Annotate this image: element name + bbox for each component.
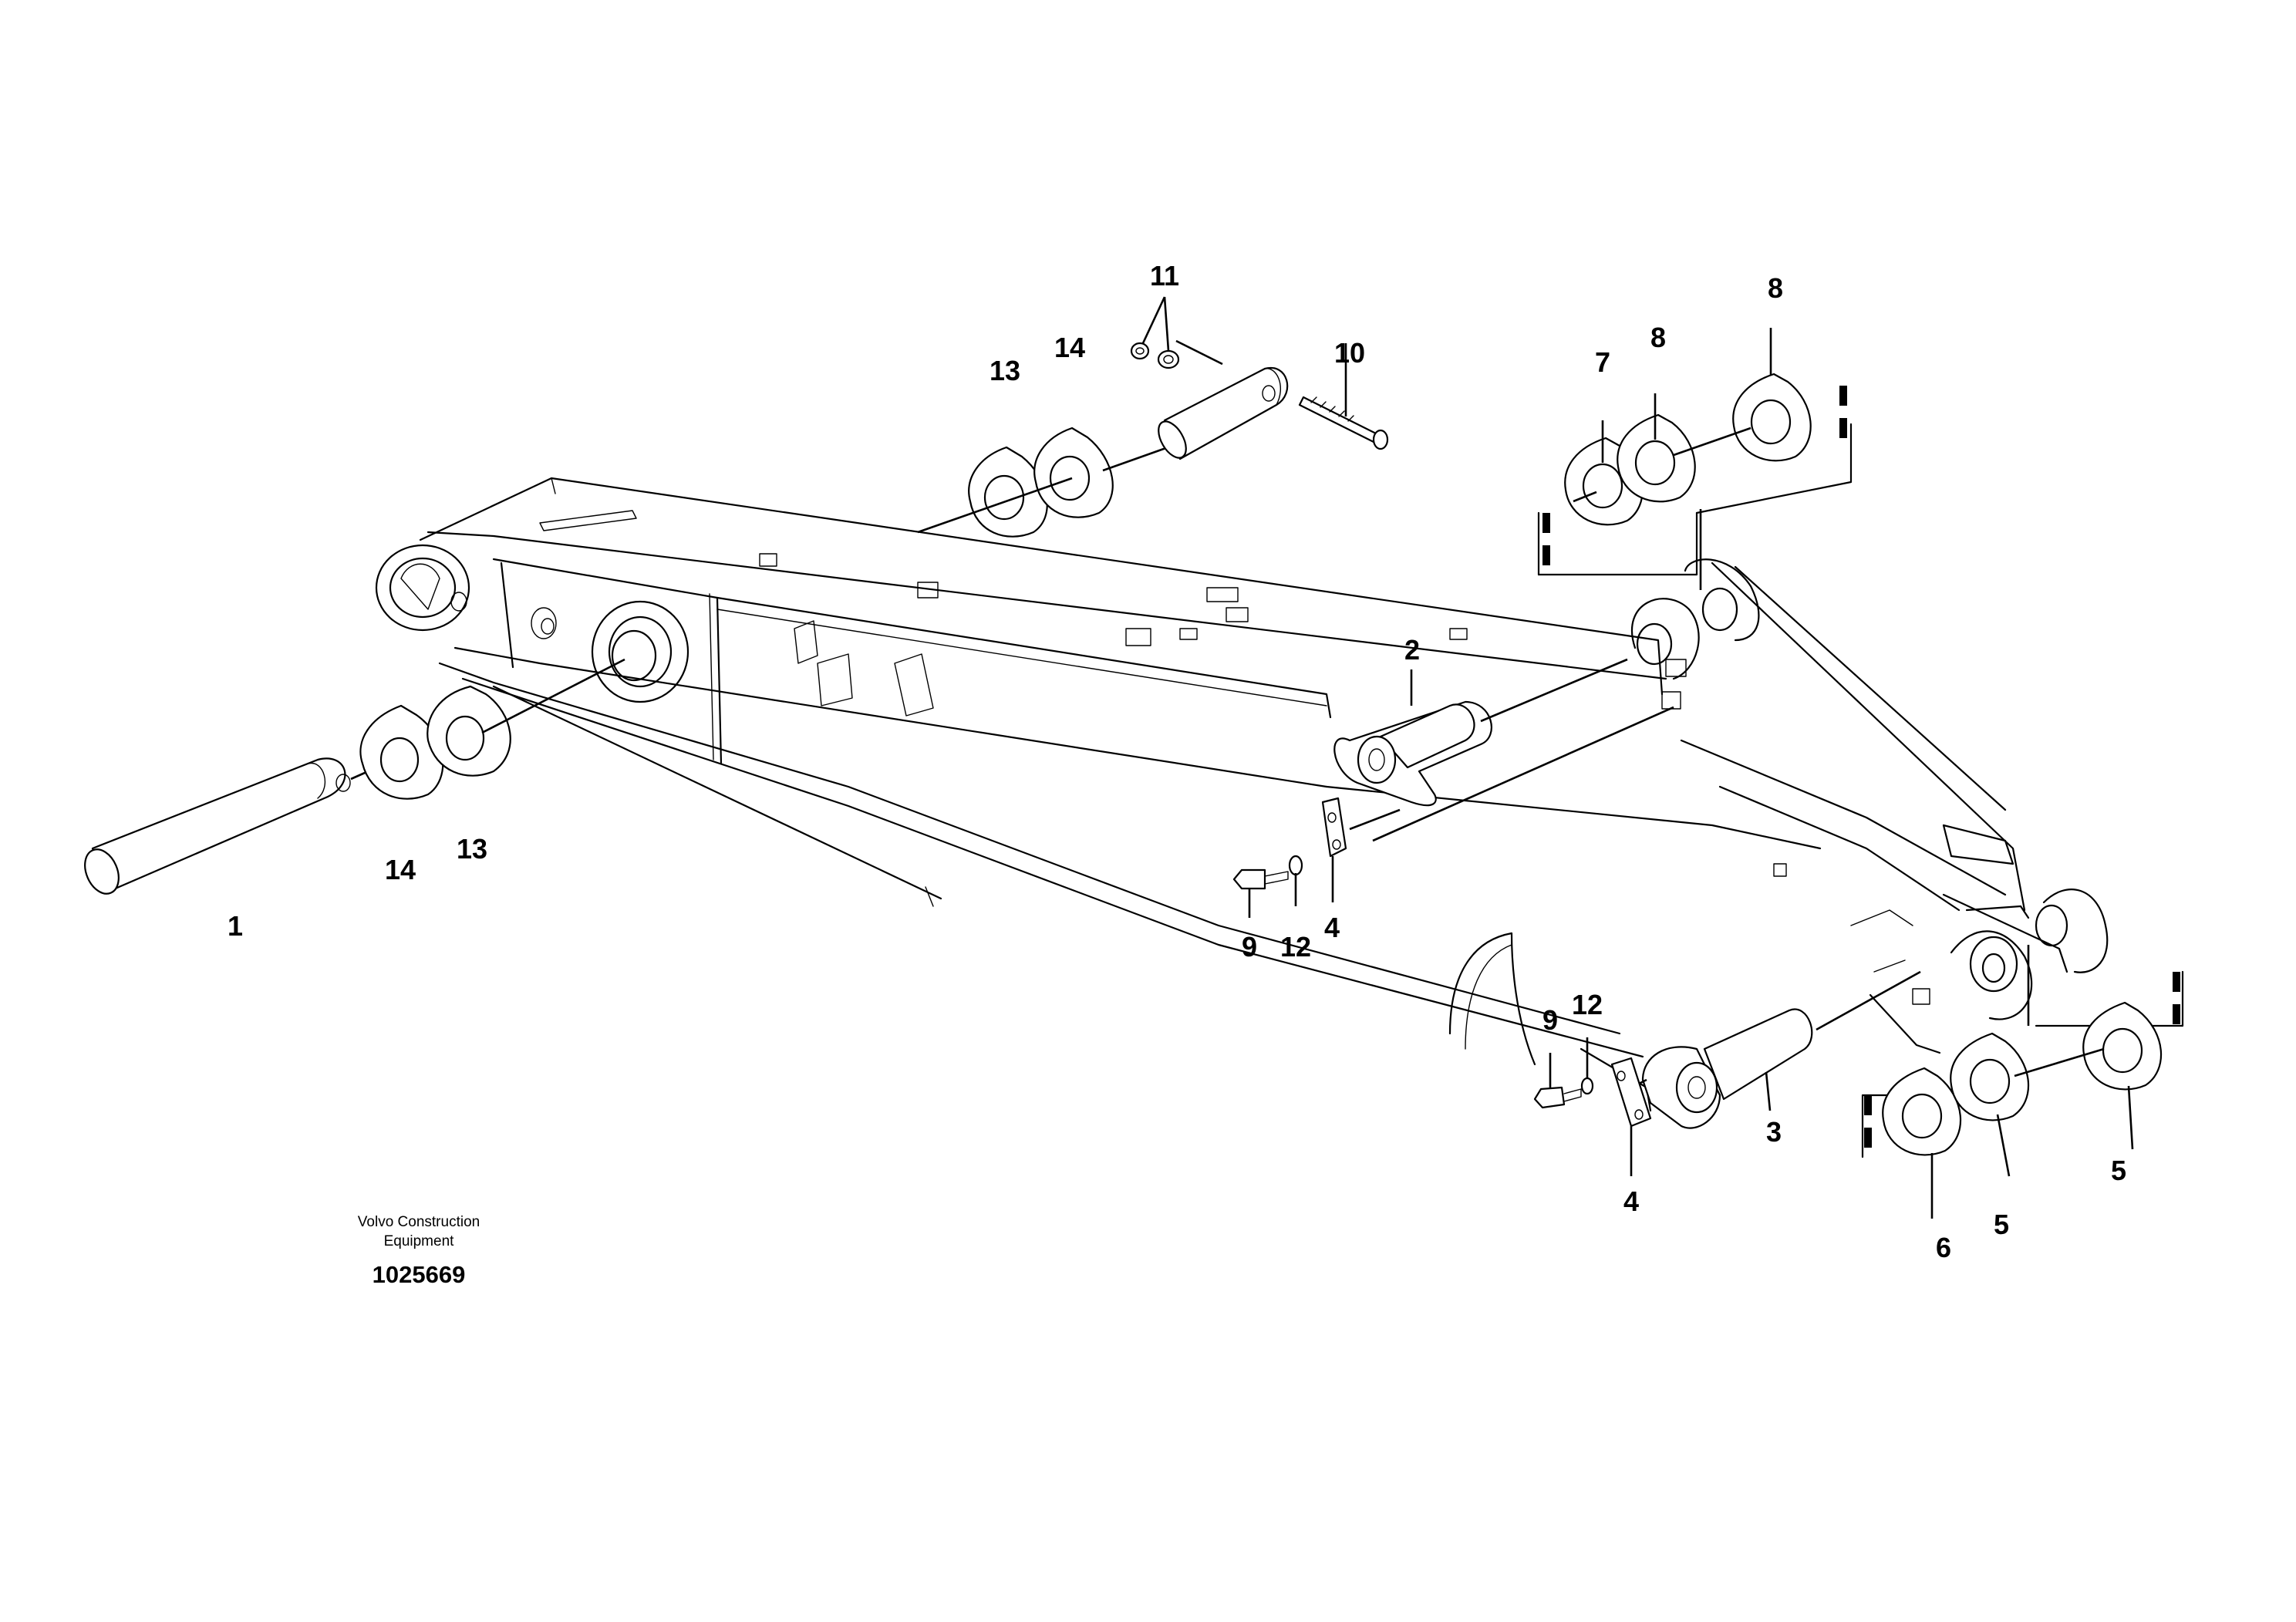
callout-12: 12 — [1280, 931, 1311, 963]
callout-4: 4 — [1324, 912, 1340, 943]
washer-6 — [1882, 1067, 1962, 1219]
callout-13: 13 — [990, 355, 1020, 386]
boom-arm — [375, 477, 2109, 1112]
callout-14: 14 — [385, 854, 416, 885]
callout-7: 7 — [1595, 346, 1610, 378]
washer-13-top — [968, 446, 1048, 538]
plate-4-lower — [1610, 1057, 1652, 1176]
figure-number: 1025669 — [373, 1261, 466, 1288]
publisher-block: Volvo Construction Equipment 1025669 — [358, 1214, 480, 1288]
callout-9: 9 — [1542, 1004, 1558, 1036]
callout-8: 8 — [1650, 322, 1666, 353]
washer-14-top — [917, 427, 1173, 534]
callout-4: 4 — [1623, 1185, 1639, 1217]
washer-12-upper — [1288, 855, 1303, 906]
callout-5: 5 — [1994, 1209, 2009, 1240]
pin-2 — [1333, 658, 1674, 842]
callouts: 1 14 13 13 14 11 10 7 8 8 2 9 12 4 9 12 … — [228, 260, 2126, 1263]
callout-1: 1 — [228, 910, 243, 942]
nuts-11 — [1130, 296, 1180, 369]
callout-12: 12 — [1572, 989, 1603, 1020]
callout-3: 3 — [1766, 1116, 1782, 1148]
washer-group-lower-right — [1861, 945, 2184, 1158]
callout-6: 6 — [1936, 1232, 1951, 1263]
callout-13: 13 — [457, 833, 487, 865]
washer-5-b — [2014, 1001, 2163, 1150]
callout-2: 2 — [1404, 634, 1420, 666]
pin-3 — [1623, 970, 1921, 1129]
callout-14: 14 — [1054, 332, 1085, 363]
publisher-name-line2: Equipment — [384, 1233, 455, 1249]
callout-8: 8 — [1768, 272, 1783, 304]
plate-4-upper — [1321, 797, 1347, 902]
washer-14-left — [359, 704, 444, 800]
bolt-9-upper — [1232, 868, 1289, 918]
pin-1 — [84, 757, 386, 895]
bolt-10 — [1298, 343, 1389, 450]
callout-9: 9 — [1242, 931, 1257, 963]
washer-group-upper-right — [1537, 386, 1853, 590]
washer-5-a — [1950, 1032, 2030, 1177]
callout-11: 11 — [1150, 260, 1179, 292]
washer-8-a — [1617, 413, 1696, 503]
pin-top — [1158, 339, 1289, 460]
washer-12-lower — [1580, 1037, 1594, 1095]
callout-5: 5 — [2111, 1155, 2126, 1186]
bolt-9-lower — [1533, 1053, 1582, 1109]
callout-10: 10 — [1334, 337, 1365, 369]
washer-13-left — [426, 658, 625, 777]
publisher-name-line1: Volvo Construction — [358, 1214, 480, 1230]
washer-8-b — [1573, 328, 1812, 503]
